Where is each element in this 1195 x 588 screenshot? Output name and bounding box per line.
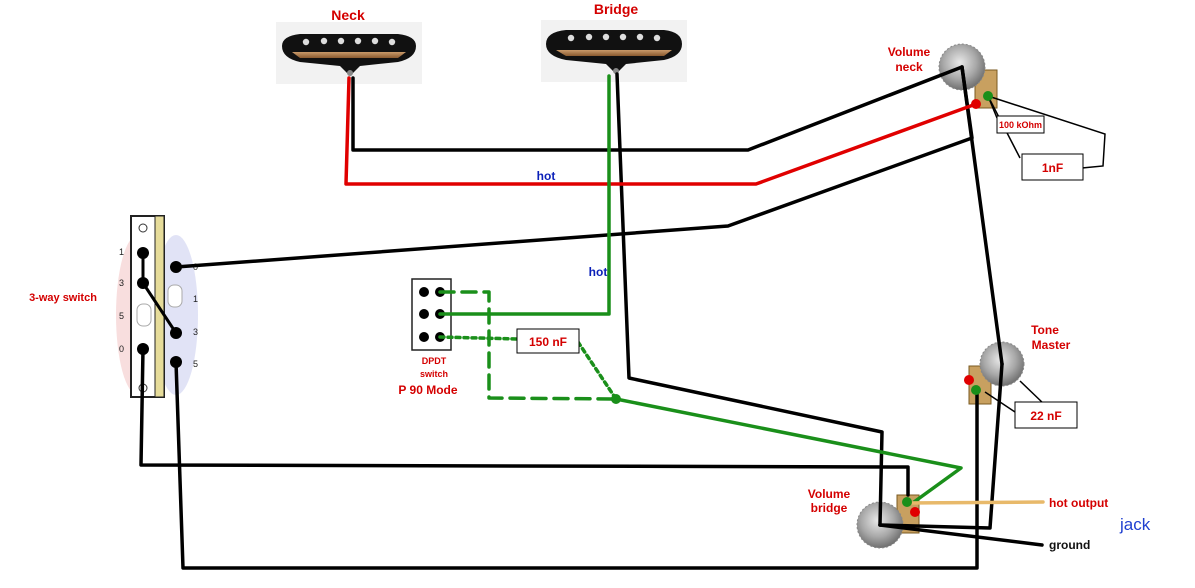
switch-pin-left-3: 5 (119, 311, 124, 321)
bridge-pickup-label: Bridge (594, 1, 639, 17)
switch-pin-left-2: 3 (119, 278, 124, 288)
switch-pin-left-1: 1 (119, 247, 124, 257)
capacitor-22nf: 22 nF (1014, 401, 1078, 429)
three-way-switch-label: 3-way switch (29, 292, 97, 304)
hot-output-wire (903, 500, 1045, 505)
green-wires (438, 74, 963, 504)
red-wires (344, 76, 978, 186)
volume-bridge-label-line2: bridge (811, 501, 848, 515)
volume-bridge-label-line1: Volume (808, 487, 851, 501)
capacitor-1nf: 1nF (1021, 153, 1084, 181)
volume-neck-label-line1: Volume (888, 45, 931, 59)
connection-dots (902, 91, 993, 517)
ground-label: ground (1049, 538, 1090, 552)
neck-pickup-label: Neck (331, 7, 365, 23)
jack-label: jack (1119, 515, 1151, 534)
three-way-switch-icon (116, 215, 198, 398)
resistor-100k-label: 100 kOhm (999, 120, 1042, 130)
hot-label-top: hot (537, 169, 556, 183)
switch-pin-right-4: 5 (193, 359, 198, 369)
capacitor-22nf-label: 22 nF (1030, 409, 1061, 423)
volume-neck-label-line2: neck (895, 60, 923, 74)
black-wires (139, 65, 1044, 570)
resistor-100k: 100 kOhm (996, 115, 1045, 134)
bridge-pickup-icon (541, 20, 687, 82)
dpdt-switch-label-line2: switch (420, 369, 448, 379)
tone-master-pot-icon (968, 341, 1025, 405)
switch-pin-left-4: 0 (119, 344, 124, 354)
hot-output-label: hot output (1049, 496, 1108, 510)
hot-label-mid: hot (589, 265, 608, 279)
neck-pickup-icon (276, 22, 422, 84)
tone-master-label-line1: Tone (1031, 323, 1059, 337)
p90-mode-label: P 90 Mode (398, 383, 457, 397)
capacitor-150nf-label: 150 nF (529, 335, 567, 349)
switch-pin-right-3: 3 (193, 327, 198, 337)
capacitor-150nf: 150 nF (516, 328, 580, 354)
dpdt-switch-label-line1: DPDT (422, 356, 447, 366)
capacitor-1nf-label: 1nF (1042, 161, 1063, 175)
switch-pin-right-2: 1 (193, 294, 198, 304)
tone-master-label-line2: Master (1032, 338, 1071, 352)
